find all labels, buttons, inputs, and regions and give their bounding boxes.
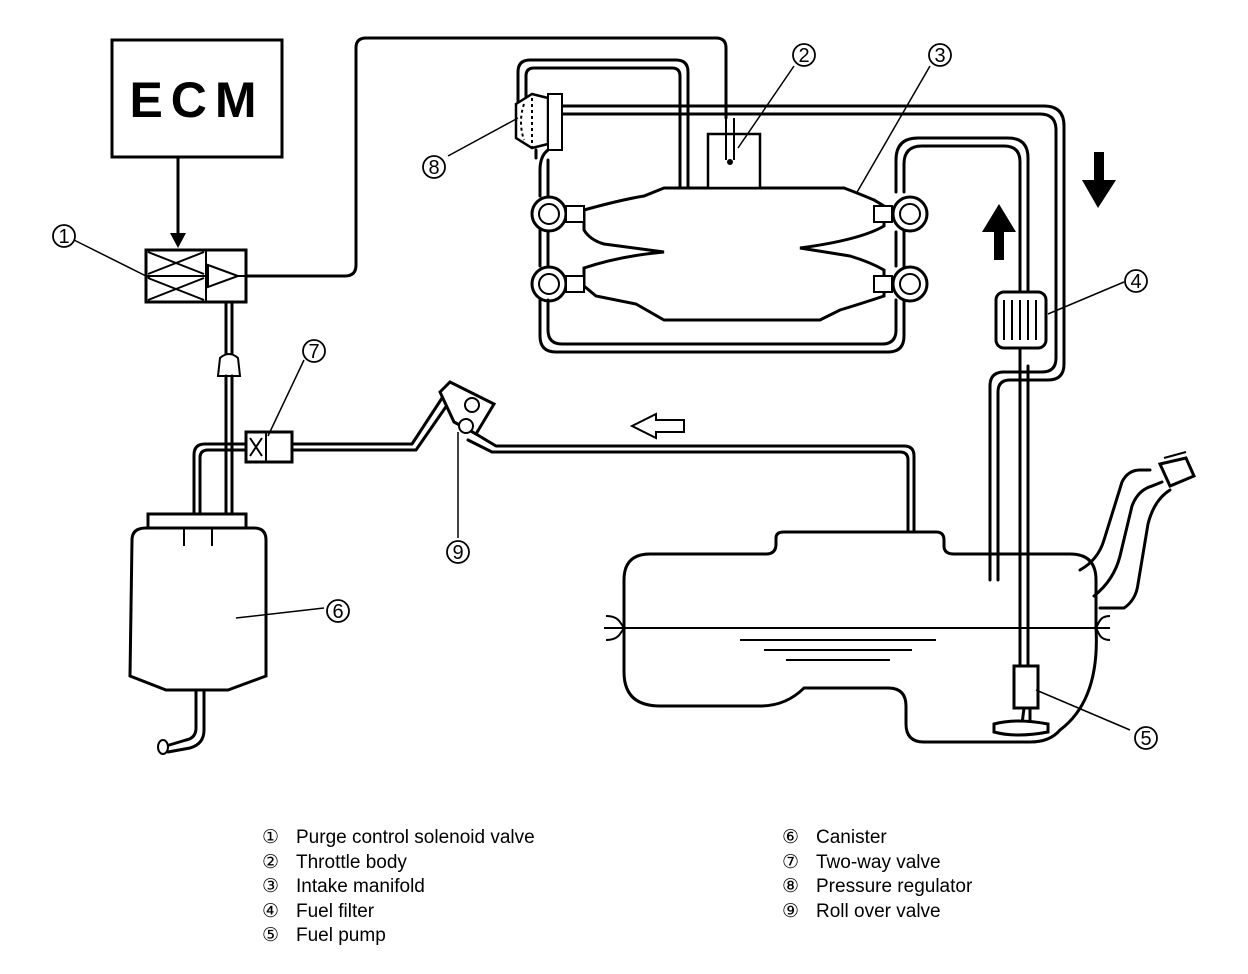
purge-hose-lower [216, 300, 242, 518]
legend-item: ② Throttle body [262, 851, 535, 876]
legend-num: ⑦ [782, 851, 800, 873]
svg-text:2: 2 [798, 45, 809, 67]
callout-9: 9 [446, 540, 470, 564]
fuel-rail-feed [902, 144, 1022, 194]
legend-item: ⑨ Roll over valve [782, 900, 972, 925]
callout-7: 7 [302, 339, 326, 363]
callout-8: 8 [422, 155, 446, 179]
svg-text:1: 1 [58, 226, 69, 248]
legend-num: ② [262, 851, 280, 873]
legend-label: Fuel filter [296, 900, 375, 922]
legend-item: ⑧ Pressure regulator [782, 875, 972, 900]
leader-4 [1047, 281, 1125, 315]
fuel-rail-feed-b [894, 136, 1030, 294]
svg-text:5: 5 [1140, 728, 1151, 750]
callout-6: 6 [326, 599, 350, 623]
fuel-rail-loop-b [538, 298, 906, 354]
callout-4: 4 [1124, 269, 1148, 293]
regulator-vacuum-hose [516, 58, 690, 190]
legend-num: ④ [262, 900, 280, 922]
leader-8 [447, 117, 519, 157]
vent-line-mid-b [290, 396, 454, 452]
filler-neck [1078, 451, 1196, 610]
throttle-body [706, 118, 762, 190]
two-way-valve [244, 430, 294, 464]
legend-item: ① Purge control solenoid valve [262, 826, 535, 851]
legend-item: ⑦ Two-way valve [782, 851, 972, 876]
legend-label: Intake manifold [296, 876, 425, 897]
fuel-pump [992, 664, 1050, 737]
legend-label: Throttle body [296, 851, 407, 873]
svg-text:7: 7 [308, 341, 319, 363]
intake-manifold [530, 186, 929, 322]
svg-text:8: 8 [428, 157, 439, 179]
canister [128, 512, 268, 755]
feed-flow-arrow [982, 204, 1016, 260]
ecm-label: ECM [129, 72, 264, 128]
rov-to-tank-line-b [466, 438, 910, 536]
callout-3: 3 [928, 43, 952, 67]
vapor-flow-arrow [629, 412, 685, 440]
fuel-rail-left [538, 148, 550, 198]
rov-to-tank-line [474, 432, 916, 536]
legend-num: ⑨ [782, 900, 800, 922]
legend-num: ⑤ [262, 925, 280, 946]
legend-num: ③ [262, 876, 280, 897]
legend-left: ① Purge control solenoid valve ② Throttle … [262, 826, 535, 949]
callout-5: 5 [1134, 726, 1158, 750]
svg-text:4: 4 [1130, 271, 1141, 293]
legend-num: ① [262, 827, 280, 848]
fuel-return-line-b [538, 104, 1066, 582]
svg-text:6: 6 [332, 601, 343, 623]
callout-1: 1 [52, 224, 76, 248]
legend-right: ⑥ Canister ⑦ Two-way valve ⑧ Pressure regul… [782, 826, 972, 924]
svg-text:3: 3 [934, 45, 945, 67]
fuel-rail-loop [546, 298, 898, 346]
legend-item: ③ Intake manifold [262, 875, 535, 900]
pressure-regulator [514, 92, 563, 160]
purge-control-solenoid-valve [144, 248, 248, 304]
leader-7 [267, 359, 305, 437]
callout-2: 2 [792, 43, 816, 67]
legend-label: Fuel pump [296, 925, 386, 946]
legend-label: Roll over valve [816, 900, 941, 922]
leader-1 [73, 239, 151, 279]
legend-num: ⑧ [782, 876, 800, 897]
tank-vent-hose-left [192, 442, 248, 518]
legend-item: ⑤ Fuel pump [262, 924, 535, 949]
legend-label: Purge control solenoid valve [296, 827, 535, 848]
legend-label: Two-way valve [816, 851, 941, 873]
ecm-box: ECM [110, 38, 284, 159]
fuel-filter [994, 290, 1048, 350]
tank-vent-hose-left-b [198, 448, 248, 518]
legend-item: ④ Fuel filter [262, 900, 535, 925]
leader-3 [855, 65, 931, 195]
roll-over-valve [438, 380, 497, 437]
purge-hose-upper [244, 36, 728, 278]
leader-6 [235, 607, 325, 619]
fuel-return-line [538, 112, 1058, 582]
leader-2 [737, 65, 795, 149]
leader-5 [1035, 689, 1131, 731]
fuel-tank [604, 530, 1111, 744]
legend-num: ⑥ [782, 827, 800, 848]
legend-label: Canister [816, 827, 887, 848]
legend-item: ⑥ Canister [782, 826, 972, 851]
return-flow-arrow [1082, 152, 1116, 208]
regulator-vacuum-hose-b [524, 66, 682, 190]
vent-line-mid [290, 390, 470, 446]
legend-label: Pressure regulator [816, 876, 973, 897]
ecm-signal-arrow [170, 157, 186, 248]
svg-text:9: 9 [452, 542, 463, 564]
